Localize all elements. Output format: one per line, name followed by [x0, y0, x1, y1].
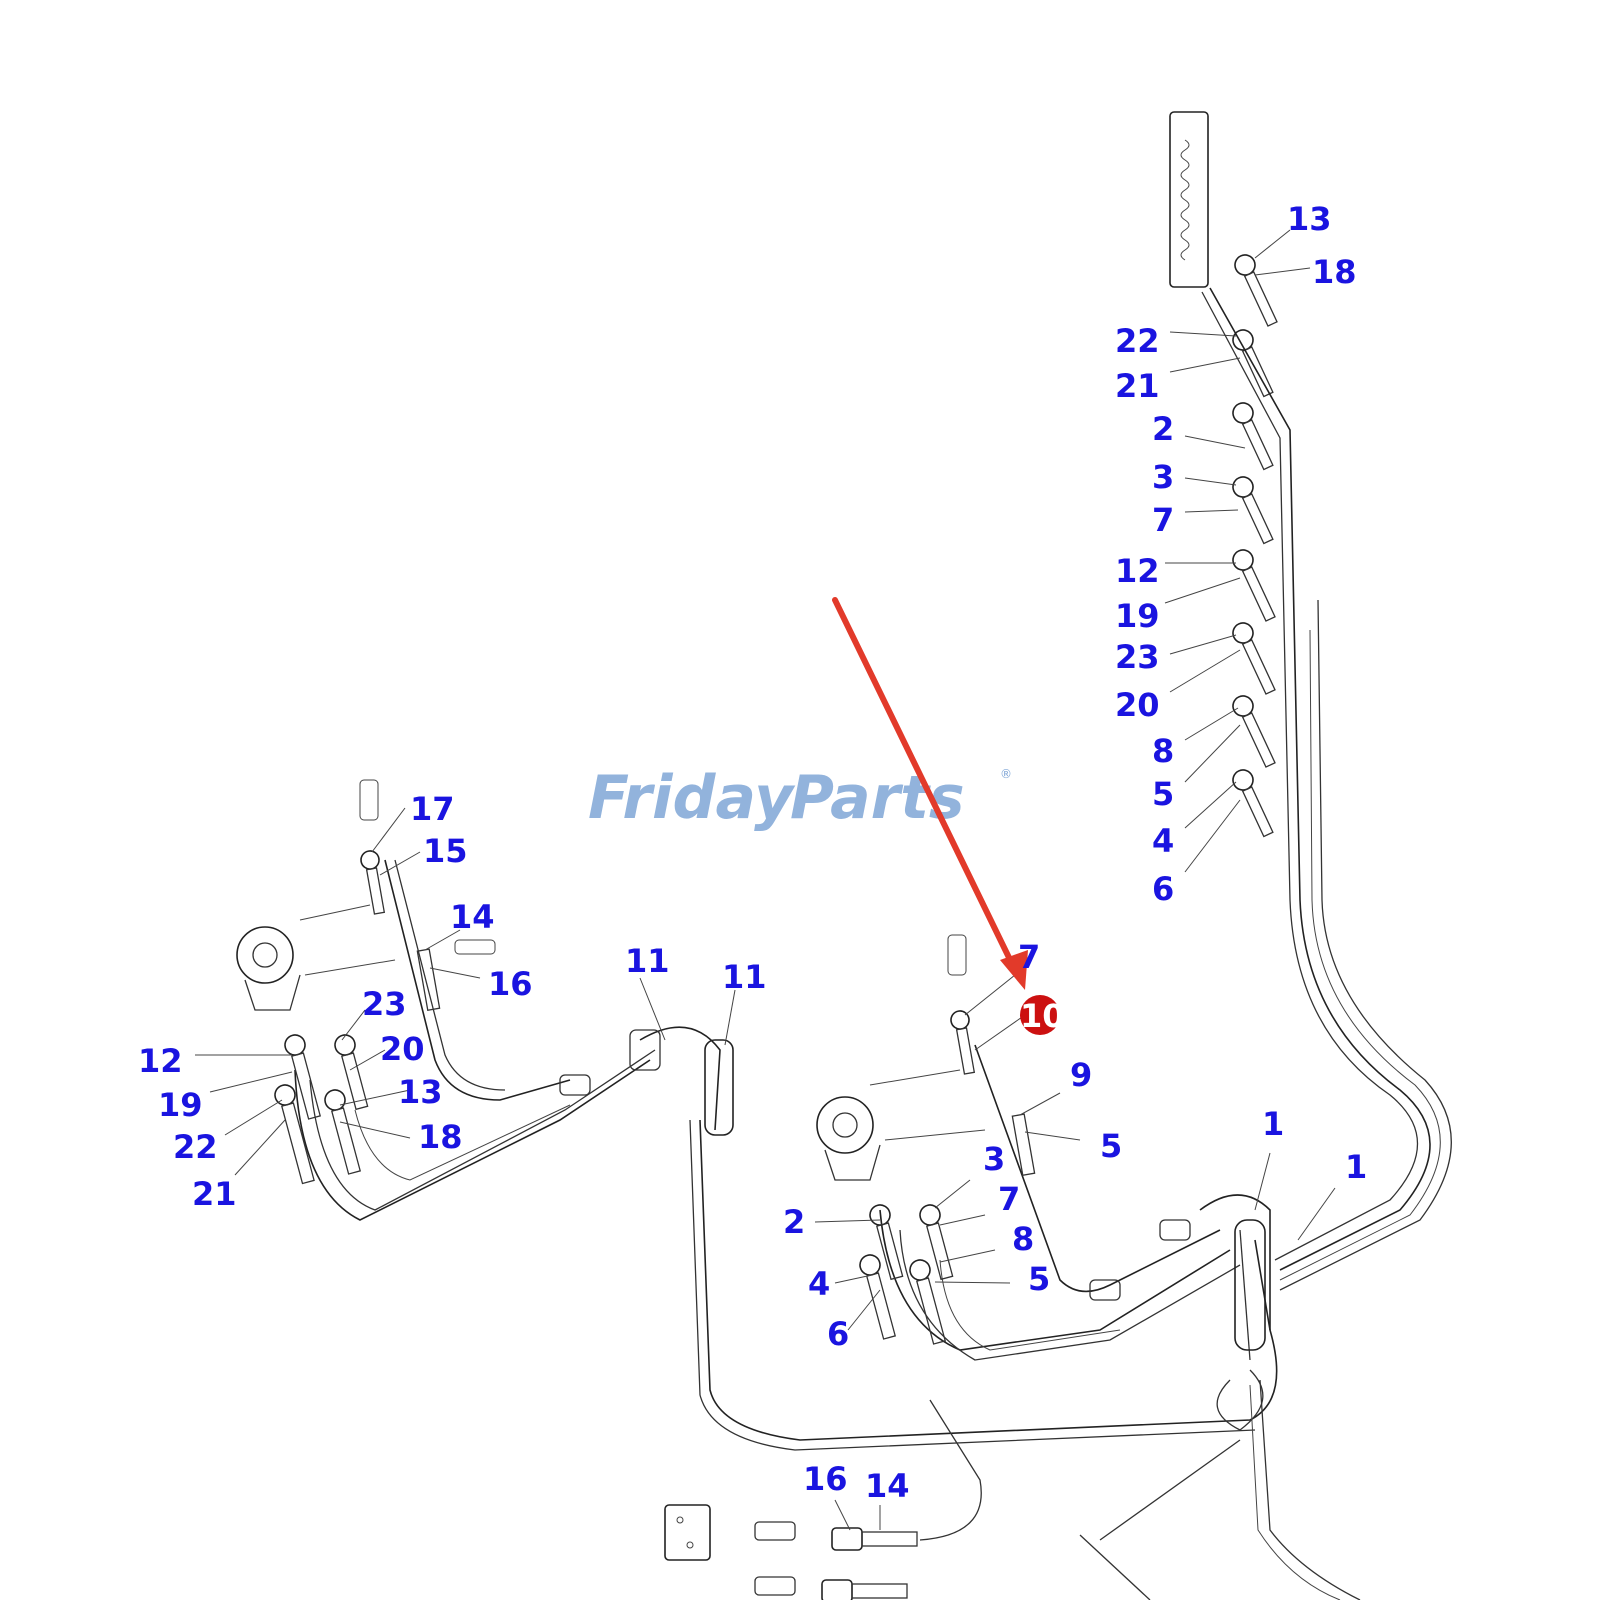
manifold-block	[1169, 111, 1209, 288]
callout-14: 14	[450, 898, 495, 936]
watermark-logo: Friday Parts ®	[588, 763, 1012, 833]
callout-1a: 1	[1262, 1105, 1284, 1143]
callout-4: 4	[1152, 822, 1174, 860]
hose-bundle-right	[689, 287, 1452, 1600]
callout-15: 15	[423, 832, 468, 870]
callout-11b: 11	[722, 958, 767, 996]
center-leaders	[814, 974, 1336, 1331]
callout-5c: 5	[1028, 1260, 1050, 1298]
callout-6b: 6	[827, 1315, 849, 1353]
callout-18b: 18	[418, 1118, 463, 1156]
callout-5b: 5	[1100, 1127, 1122, 1165]
highlighted-part-badge: 10	[1020, 995, 1065, 1035]
callout-12b: 12	[138, 1042, 183, 1080]
callout-13b: 13	[398, 1073, 443, 1111]
callout-19: 19	[1115, 597, 1160, 635]
callout-22: 22	[1115, 322, 1160, 360]
callout-7: 7	[1152, 501, 1174, 539]
callout-19b: 19	[158, 1086, 203, 1124]
callout-2: 2	[1152, 410, 1174, 448]
callout-8: 8	[1152, 732, 1174, 770]
callout-23b: 23	[362, 985, 407, 1023]
callout-3: 3	[1152, 458, 1174, 496]
callout-6: 6	[1152, 870, 1174, 908]
right-fittings	[1232, 254, 1278, 838]
callout-23: 23	[1115, 638, 1160, 676]
callout-20: 20	[1115, 686, 1160, 724]
callout-16b: 16	[803, 1460, 848, 1498]
callout-21b: 21	[192, 1175, 237, 1213]
right-leaders	[1164, 229, 1311, 873]
callout-9: 9	[1070, 1056, 1092, 1094]
watermark-registered-mark: ®	[1000, 767, 1012, 781]
callout-8b: 8	[1012, 1220, 1034, 1258]
red-pointer-arrow	[832, 597, 1028, 990]
left-leaders	[195, 807, 736, 1176]
callout-14b: 14	[865, 1467, 910, 1505]
callout-3b: 3	[983, 1140, 1005, 1178]
hose-bundle-center	[879, 1044, 1271, 1361]
callout-17: 17	[410, 790, 455, 828]
watermark-text-2: Parts	[790, 763, 965, 833]
bottom-fittings	[664, 1399, 1241, 1600]
callout-16: 16	[488, 965, 533, 1003]
callout-11a: 11	[625, 942, 670, 980]
center-pilot-valve	[816, 934, 1036, 1345]
watermark-text: Friday	[588, 763, 796, 833]
callout-5: 5	[1152, 775, 1174, 813]
callout-labels: 13 18 22 21 2 3 7 12 19 23 20 8 5 4 6 17…	[138, 200, 1367, 1505]
callout-18: 18	[1312, 253, 1357, 291]
hose-bundle-left	[294, 859, 734, 1221]
callout-4b: 4	[808, 1265, 830, 1303]
callout-21: 21	[1115, 367, 1160, 405]
callout-7c: 7	[998, 1180, 1020, 1218]
callout-12: 12	[1115, 552, 1160, 590]
callout-7b: 7	[1018, 938, 1040, 976]
highlighted-part-number: 10	[1020, 997, 1065, 1035]
callout-13: 13	[1287, 200, 1332, 238]
left-pilot-valve	[236, 779, 496, 1185]
callout-22b: 22	[173, 1128, 218, 1166]
callout-2b: 2	[783, 1203, 805, 1241]
callout-20b: 20	[380, 1030, 425, 1068]
callout-1b: 1	[1345, 1148, 1367, 1186]
